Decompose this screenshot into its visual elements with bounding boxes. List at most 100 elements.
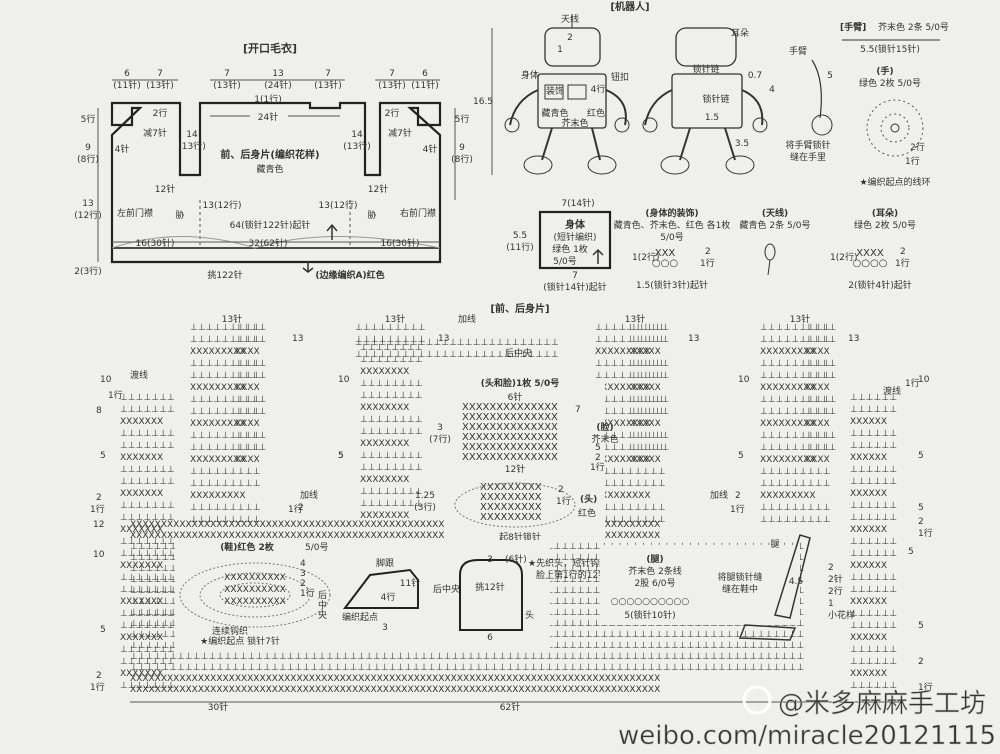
dim-text: 7 bbox=[572, 271, 578, 281]
robot-label: 锁针链 bbox=[692, 63, 719, 75]
stitch-mark: XXXXXXXXX bbox=[595, 491, 651, 501]
stitch-mark: ⊥⊥⊥⊥⊥ bbox=[630, 359, 669, 369]
stitch-mark: ⊥⊥⊥⊥ bbox=[235, 323, 267, 333]
note-label: 渡线 bbox=[130, 369, 148, 381]
stitch-mark: XXXXXXXX bbox=[360, 511, 409, 521]
row-label: 13 bbox=[438, 334, 449, 344]
robot-label: 身体 bbox=[521, 69, 539, 81]
stitch-mark: ⊥⊥⊥⊥ bbox=[235, 443, 267, 453]
stitch-mark: ⊥⊥⊥⊥⊥⊥⊥⊥ bbox=[360, 427, 423, 437]
stitch-mark: ⊥⊥⊥⊥⊥⊥⊥ bbox=[120, 549, 175, 559]
stitch-mark: ⊥⊥⊥⊥⊥⊥⊥⊥⊥ bbox=[190, 407, 261, 417]
dim-text: 5(锁针10针) bbox=[624, 609, 675, 621]
stitch-mark: ⊥⊥⊥⊥ bbox=[805, 443, 837, 453]
dim-text: 13 bbox=[82, 199, 93, 209]
stitch-mark: ⊥⊥⊥⊥⊥ bbox=[630, 443, 669, 453]
row-label: 5 bbox=[100, 625, 106, 635]
body-label: (短针编织) bbox=[553, 231, 596, 243]
stitch-mark: ⊥⊥⊥⊥ bbox=[805, 323, 837, 333]
row-label: 1行 bbox=[905, 377, 920, 389]
stitch-mark: XXXXXXXXX bbox=[760, 455, 816, 465]
dim-text: (13针) bbox=[314, 79, 341, 91]
sweater-top-dims: 6 (11针) 7 (13针) 7 (13针) 13 (24针) 7 (13针)… bbox=[112, 69, 440, 91]
dim-text: 减7针 bbox=[143, 127, 167, 139]
stitch-mark: XXXXXXXXXXXXXXXXXXXXXXXXXXXXXXXXXXXXXXXX… bbox=[130, 674, 660, 684]
stitch-row: XXX bbox=[655, 248, 676, 259]
stitch-mark: XXXXXXXXX bbox=[190, 491, 246, 501]
stitch-mark: ⊥⊥⊥⊥⊥⊥⊥ bbox=[120, 621, 175, 631]
dim-text: 小花样 bbox=[828, 609, 855, 621]
shoe-note: ★编织起点 锁针7针 bbox=[200, 635, 280, 647]
stitch-mark: XXXXXXXXXXXXXX bbox=[462, 452, 558, 463]
row-label: 4 bbox=[300, 559, 306, 569]
body-label: 身体 bbox=[565, 218, 586, 231]
stitch-mark: XXXXXXX bbox=[120, 453, 163, 463]
row-label: 5 bbox=[918, 503, 924, 513]
robot-label: 1 bbox=[557, 45, 563, 55]
dim-text: (12行) bbox=[74, 209, 101, 221]
stitch-mark: XXXXXXX bbox=[120, 633, 163, 643]
head-label: (头) bbox=[580, 493, 597, 505]
dim-text: (13行) bbox=[343, 140, 370, 152]
stitch-mark: ⊥⊥⊥⊥⊥⊥⊥⊥ bbox=[360, 355, 423, 365]
dim-text: 胁 bbox=[175, 210, 184, 221]
stitch-mark: XXXXXXXXXXXXXXXXXXXXXXXXXXXXXXXXXXXXXXXX… bbox=[130, 520, 660, 530]
stitch-mark: ⊥⊥⊥⊥⊥⊥⊥⊥⊥ bbox=[760, 467, 831, 477]
stitch-mark: ⊥⊥⊥⊥⊥⊥ bbox=[850, 429, 897, 439]
decor-info: 藏青色、芥末色、红色 各1枚 bbox=[614, 219, 731, 231]
stitch-mark: ⊥⊥⊥⊥⊥⊥⊥⊥⊥ bbox=[595, 515, 666, 525]
stitch-mark: ⊥⊥⊥⊥⊥⊥ bbox=[850, 477, 897, 487]
stitch-mark: ⊥⊥⊥⊥⊥⊥⊥⊥⊥ bbox=[595, 479, 666, 489]
stitch-mark: ⊥⊥⊥⊥⊥⊥⊥⊥⊥⊥⊥⊥⊥⊥⊥⊥⊥⊥⊥⊥⊥⊥⊥⊥⊥⊥⊥⊥⊥⊥⊥⊥⊥⊥⊥⊥⊥⊥⊥⊥… bbox=[130, 663, 804, 673]
row-label: 1行 bbox=[288, 503, 303, 515]
row-label: (7行) bbox=[429, 433, 451, 445]
dim-text: (8行) bbox=[451, 153, 473, 165]
stitch-mark: XXXXXXXXXXXXXX bbox=[462, 412, 558, 423]
stitch-mark: ⊥⊥⊥⊥⊥⊥⊥⊥⊥ bbox=[760, 431, 831, 441]
dim-text: 2针 bbox=[828, 573, 843, 585]
stitch-mark: ⊥⊥⊥⊥⊥⊥ bbox=[850, 465, 897, 475]
count-label: 30针 bbox=[208, 701, 228, 713]
count-label: 13针 bbox=[625, 313, 645, 325]
stitch-mark: XXXXXXX bbox=[120, 561, 163, 571]
stitch-mark: ⊥⊥⊥⊥⊥⊥⊥⊥ bbox=[360, 463, 423, 473]
stitch-mark: ⊥⊥⊥⊥⊥⊥⊥⊥⊥ bbox=[760, 359, 831, 369]
stitch-mark: ⊥⊥⊥⊥⊥⊥⊥⊥⊥ bbox=[760, 371, 831, 381]
dim-text: 2(锁针4针)起针 bbox=[848, 279, 911, 291]
stitch-mark: ⊥⊥⊥⊥⊥⊥⊥⊥⊥ bbox=[760, 515, 831, 525]
stitch-mark: ⊥⊥⊥⊥⊥⊥⊥⊥ bbox=[360, 499, 423, 509]
sweater-color: 藏青色 bbox=[256, 163, 283, 175]
stitch-mark: XXXXXXXXX bbox=[595, 455, 651, 465]
stitch-mark: ⊥⊥⊥⊥ bbox=[805, 395, 837, 405]
stitch-row: ○○○○ bbox=[853, 258, 888, 269]
stitch-mark: ⊥⊥⊥⊥ bbox=[235, 431, 267, 441]
stitch-mark: ⊥⊥⊥⊥ bbox=[805, 407, 837, 417]
stitch-mark: XXXXXXX bbox=[120, 525, 163, 535]
dim-text: (13针) bbox=[378, 79, 405, 91]
stitch-mark: ⊥⊥⊥⊥ bbox=[805, 371, 837, 381]
stitch-row: XXXXXXXXXX bbox=[224, 573, 286, 583]
dim-text: 5行 bbox=[455, 113, 470, 125]
pattern-title: [前、后身片] bbox=[490, 302, 549, 315]
row-label: 13 bbox=[292, 334, 303, 344]
shoe-note: 连续钩织 bbox=[212, 625, 248, 637]
stitch-mark: ⊥⊥⊥⊥⊥⊥⊥ bbox=[120, 513, 175, 523]
stitch-mark: XXXXXX bbox=[850, 453, 887, 463]
robot-label: 钮扣 bbox=[611, 71, 629, 83]
dim-text: 7 bbox=[157, 69, 163, 79]
dim-text: 12针 bbox=[155, 183, 175, 195]
decor-hook: 5/0号 bbox=[660, 232, 684, 243]
body-part-diagram: 7(14针) 身体 (短针编织) 绿色 1枚 5/0号 5.5 (11行) 7 … bbox=[506, 197, 612, 293]
stitch-mark: ⊥⊥⊥⊥ bbox=[235, 395, 267, 405]
leg-diagram: (腿) 芥末色 2条线 2股 6/0号 ○○○○○○○○○○ 5(锁针10针) … bbox=[600, 534, 855, 641]
arrow-up-icon bbox=[592, 248, 604, 264]
dim-text: 6 bbox=[422, 69, 428, 79]
stitch-mark: ⊥⊥⊥⊥ bbox=[805, 431, 837, 441]
row-label: 1行 bbox=[895, 257, 910, 269]
stitch-mark: ⊥⊥⊥⊥⊥⊥⊥⊥⊥ bbox=[190, 395, 261, 405]
arm-diagram: [手臂] 芥末色 2条 5/0号 5.5(锁针15针) 手臂 5 将手臂锁针 缝… bbox=[785, 21, 948, 163]
dim-text: 16(30针) bbox=[136, 237, 175, 249]
center-label: 后中央 bbox=[505, 347, 532, 359]
row-label: 5 bbox=[100, 451, 106, 461]
row-label: 7 bbox=[575, 405, 581, 415]
